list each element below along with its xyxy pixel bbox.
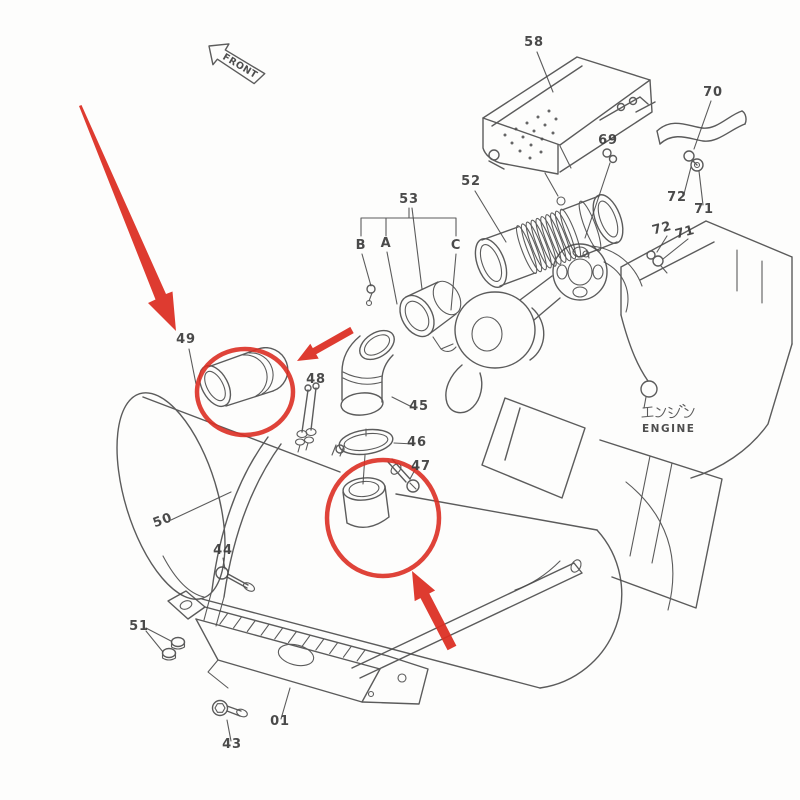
callout-71-11: 71: [674, 223, 697, 243]
engine-label-jp: [641, 403, 695, 419]
callout-01-21: 01: [270, 714, 290, 729]
callout-48-15: 48: [306, 372, 326, 387]
strap-part-70: [656, 110, 747, 172]
front-direction-marker: FRONT: [208, 43, 266, 85]
callout-72-10: 72: [651, 219, 674, 239]
red-arrow-lower: [412, 571, 457, 651]
callout-C-7: C: [451, 238, 461, 253]
evacuator-part-53: [360, 207, 462, 352]
engine-block: [514, 220, 793, 611]
callout-53-4: 53: [399, 192, 419, 207]
engine-label-en: ENGINE: [642, 423, 695, 435]
elbow-part-45: [340, 329, 395, 416]
red-arrow-upper: [297, 326, 354, 361]
flex-hose-part-52: [474, 194, 624, 288]
callout-49-16: 49: [176, 332, 196, 347]
nuts-part-51: [161, 636, 186, 661]
callout-44-18: 44: [213, 543, 233, 558]
inlet-stub: [342, 477, 390, 529]
mounting-bracket-01: [167, 559, 583, 705]
callout-B-5: B: [356, 238, 367, 253]
red-arrow-long: [79, 105, 176, 331]
leader-lines: [145, 51, 712, 742]
callout-70-1: 70: [703, 85, 723, 100]
callout-52-3: 52: [461, 174, 481, 189]
callout-47-14: 47: [411, 459, 431, 474]
bolt-part-44: [215, 566, 256, 592]
callout-45-12: 45: [409, 399, 429, 414]
highlight-circle-inlet-stub: [324, 457, 442, 579]
callout-69-2: 69: [598, 133, 618, 148]
callout-43-20: 43: [222, 737, 242, 752]
screws-part-48: [294, 382, 320, 453]
callout-A-6: A: [381, 236, 392, 251]
red-annotations: [79, 105, 457, 651]
callout-58-0: 58: [524, 35, 544, 50]
cover-perforations: [503, 109, 558, 160]
front-arrow-outline: [208, 43, 266, 85]
bolt-part-69: [602, 148, 618, 164]
tank-part-50: [116, 392, 623, 689]
clamp-part-46: [331, 428, 394, 485]
callout-72-8: 72: [667, 190, 687, 205]
callout-50-17: 50: [151, 510, 175, 531]
bolt-part-43: [211, 699, 248, 718]
cover-part-58: [482, 56, 656, 206]
blower-flange-disc: [552, 243, 608, 301]
callout-46-13: 46: [407, 435, 427, 450]
callout-71-9: 71: [694, 202, 714, 217]
highlight-circle-outlet-stub: [194, 346, 296, 438]
callout-51-19: 51: [129, 619, 149, 634]
turbo-housing: [445, 275, 586, 499]
